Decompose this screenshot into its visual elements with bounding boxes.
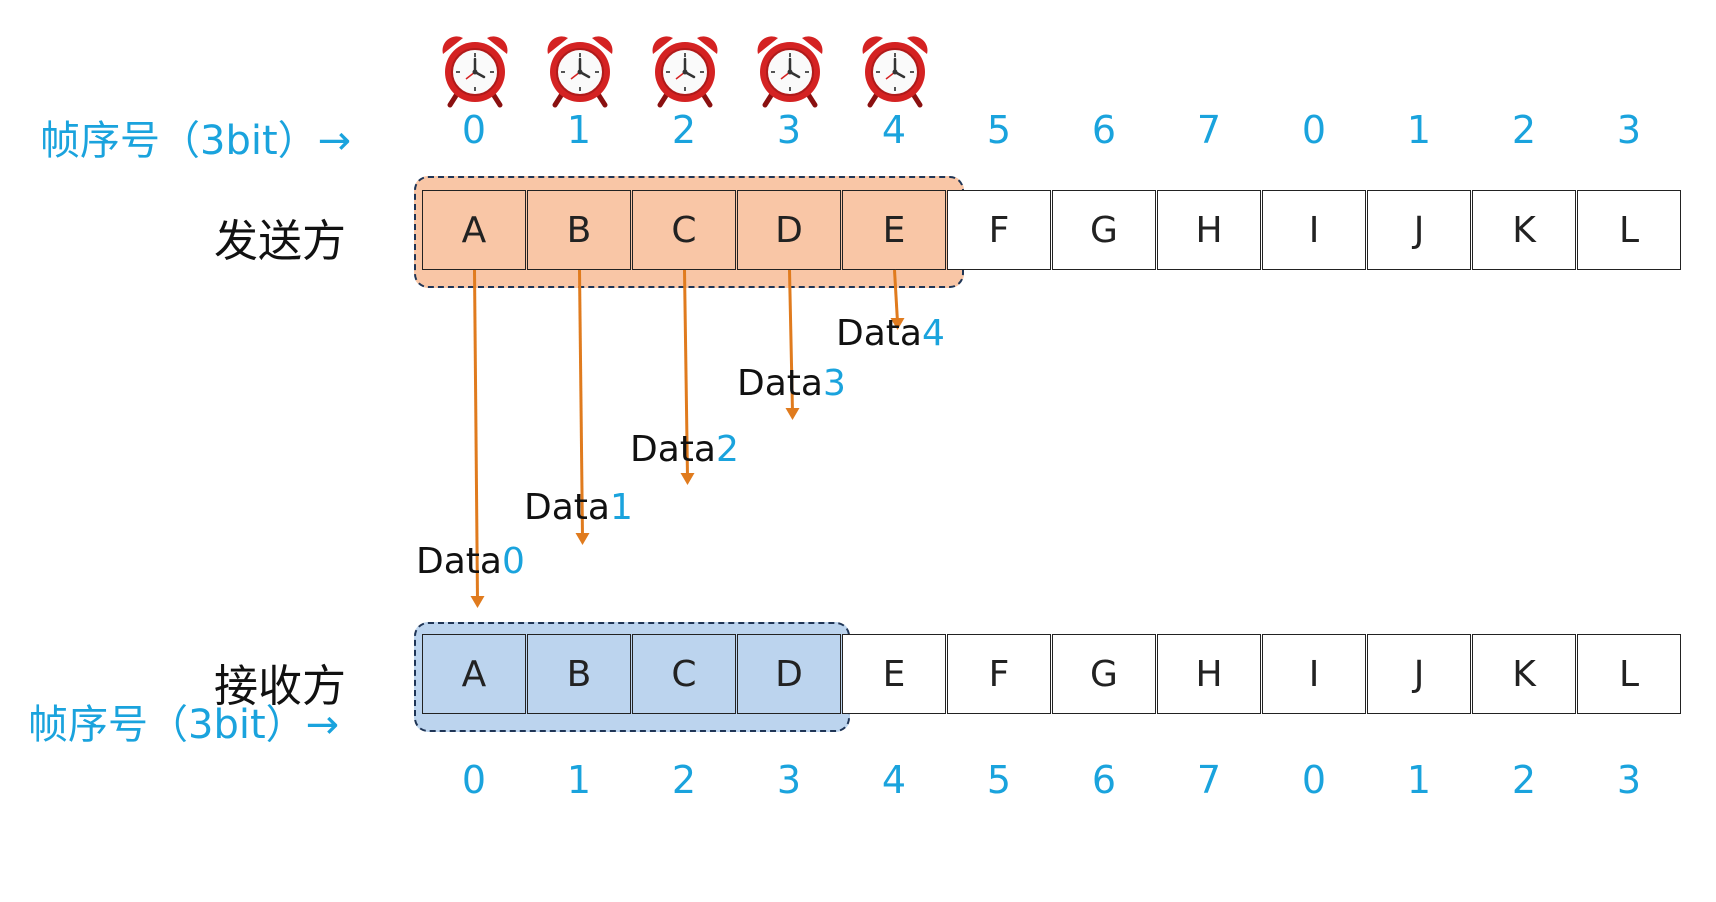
sequence-number: 3 [1616,758,1642,802]
receiver-frame: E [842,634,946,714]
sender-frame: F [947,190,1051,270]
data-frame-label: Data1 [524,488,633,528]
transmission-arrow-line [893,269,899,323]
transmission-arrow-line [683,269,689,478]
transmission-arrow-head [890,318,905,330]
data-label-text: Data [524,487,610,528]
sender-frame: D [737,190,841,270]
sequence-number: 6 [1091,108,1117,152]
sender-frame: J [1367,190,1471,270]
sender-frame: L [1577,190,1681,270]
transmission-arrow-head [785,408,800,420]
alarm-clock-icon [857,32,933,108]
transmission-arrow-head [470,596,485,608]
alarm-clock-icon [752,32,828,108]
sender-frame: I [1262,190,1366,270]
receiver-frame: D [737,634,841,714]
alarm-clock-icon [437,32,513,108]
sequence-number: 2 [1511,758,1537,802]
transmission-arrow-head [575,533,590,545]
sequence-number: 1 [566,758,592,802]
sender-frame: A [422,190,526,270]
transmission-arrow-line [578,269,584,538]
receiver-frame: H [1157,634,1261,714]
data-label-seq: 1 [609,487,633,528]
sender-label: 发送方 [214,216,346,267]
receiver-frame: L [1577,634,1681,714]
sequence-number: 7 [1196,108,1222,152]
data-frame-label: Data4 [836,314,945,354]
sequence-number: 3 [1616,108,1642,152]
sequence-number: 1 [1406,108,1432,152]
receiver-frame: G [1052,634,1156,714]
bottom-sequence-label: 帧序号（3bit）→ [28,702,340,748]
alarm-clock-icon [647,32,723,108]
sequence-number: 2 [671,758,697,802]
sender-frame: B [527,190,631,270]
alarm-clock-icon [542,32,618,108]
data-label-seq: 3 [822,363,846,404]
sequence-number: 2 [671,108,697,152]
data-label-seq: 4 [921,313,945,354]
receiver-frame: C [632,634,736,714]
sender-frame: H [1157,190,1261,270]
sequence-number: 5 [986,758,1012,802]
sequence-number: 6 [1091,758,1117,802]
sequence-number: 3 [776,758,802,802]
sequence-number: 4 [881,108,907,152]
sequence-number: 5 [986,108,1012,152]
receiver-label: 接收方 [214,661,346,712]
sender-frame: K [1472,190,1576,270]
receiver-frame: I [1262,634,1366,714]
data-label-text: Data [836,313,922,354]
receiver-frame: J [1367,634,1471,714]
sequence-number: 0 [461,758,487,802]
sender-frame: E [842,190,946,270]
sequence-number: 2 [1511,108,1537,152]
sequence-number: 4 [881,758,907,802]
data-label-text: Data [416,541,502,582]
receiver-frame: A [422,634,526,714]
data-frame-label: Data2 [630,430,739,470]
sequence-number: 0 [1301,758,1327,802]
sender-frame: G [1052,190,1156,270]
data-frame-label: Data3 [737,364,846,404]
transmission-arrow-line [473,269,479,601]
sequence-number: 7 [1196,758,1222,802]
sequence-number: 1 [1406,758,1432,802]
receiver-frame: B [527,634,631,714]
transmission-arrow-line [788,269,794,413]
top-sequence-label: 帧序号（3bit）→ [40,118,352,164]
data-label-text: Data [737,363,823,404]
receiver-frame: F [947,634,1051,714]
sequence-number: 3 [776,108,802,152]
sequence-number: 0 [461,108,487,152]
data-label-text: Data [630,429,716,470]
data-label-seq: 0 [501,541,525,582]
data-frame-label: Data0 [416,542,525,582]
sender-frame: C [632,190,736,270]
transmission-arrow-head [680,473,695,485]
sequence-number: 0 [1301,108,1327,152]
receiver-frame: K [1472,634,1576,714]
data-label-seq: 2 [715,429,739,470]
sequence-number: 1 [566,108,592,152]
